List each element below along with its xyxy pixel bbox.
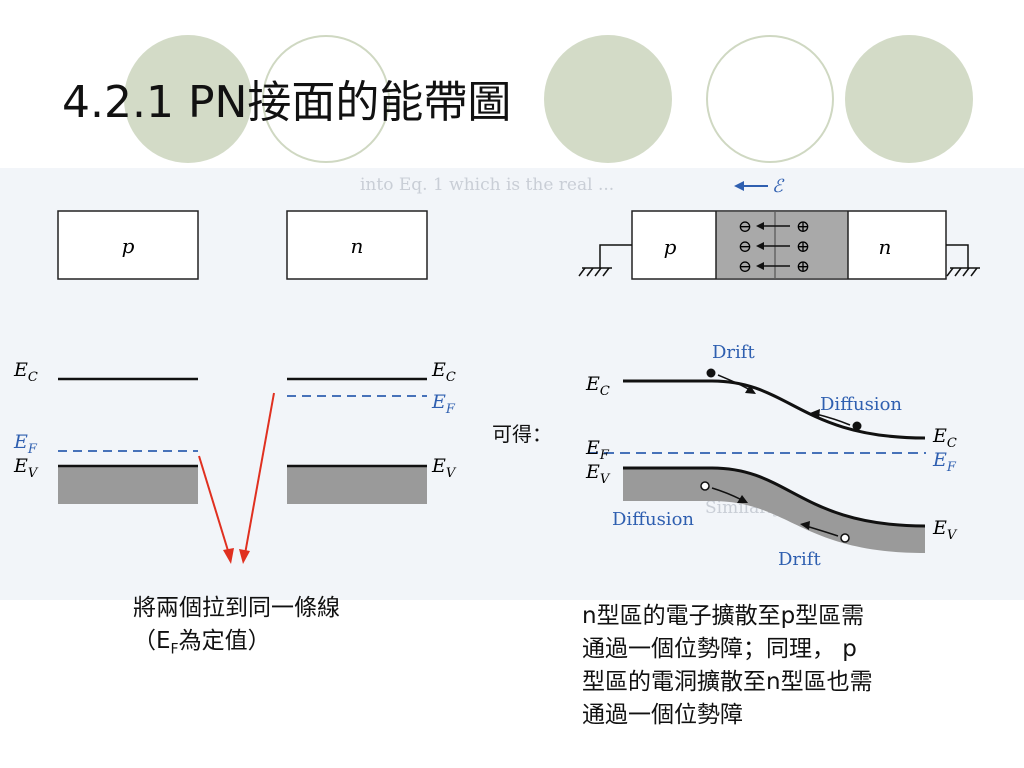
n-block (286, 210, 428, 280)
title-prefix: 4.2.1 PN (62, 77, 248, 128)
minus-ion-2: ⊖ (738, 237, 752, 257)
hole-diffusion-arrowhead (737, 495, 748, 503)
decor-circle-3 (544, 35, 672, 163)
drift-label-bottom: Drift (778, 549, 821, 570)
minus-ion-3: ⊖ (738, 257, 752, 277)
p-valence-shade (58, 466, 198, 504)
n-ec-label: EC (431, 359, 456, 385)
n-block-label: n (351, 234, 364, 258)
electron-drift-arrowhead (745, 385, 756, 394)
plus-ion-1: ⊕ (796, 217, 810, 237)
right-note-line2: 通過一個位勢障；同理， p (582, 636, 857, 662)
red-arrow-left (198, 455, 230, 555)
junction-p-label: p (664, 235, 677, 259)
field-arrowhead (734, 181, 744, 191)
n-ef-label: EF (431, 391, 456, 417)
right-note: n型區的電子擴散至p型區需 通過一個位勢障；同理， p 型區的電洞擴散至n型區也… (582, 600, 1002, 732)
plus-ion-2: ⊕ (796, 237, 810, 257)
electron-drift (706, 368, 716, 378)
bg-scan-text-1: into Eq. 1 which is the real ... (360, 175, 614, 195)
right-note-line1: n型區的電子擴散至p型區需 (582, 603, 865, 629)
n-valence-shade (287, 466, 427, 504)
junction-ec-label-right: EC (932, 425, 957, 451)
electron-drift-arrow (717, 374, 751, 391)
hole-drift (840, 533, 850, 543)
red-arrowhead-right (239, 549, 250, 564)
ground-right (946, 244, 980, 277)
junction-valence-band (623, 466, 926, 528)
ground-left (578, 244, 632, 277)
junction-ef-label-left: EF (585, 437, 610, 463)
p-block (57, 210, 199, 280)
p-ef-label: EF (13, 431, 38, 457)
red-arrow-right (244, 392, 275, 555)
result-label: 可得： (492, 422, 552, 446)
page-title: 4.2.1 PN接面的能帶圖 (62, 66, 511, 130)
p-block-label: p (122, 234, 135, 258)
right-note-line3: 型區的電洞擴散至n型區也需 (582, 669, 873, 695)
minus-ion-1: ⊖ (738, 217, 752, 237)
left-note-line2: （EF為定值） (133, 628, 271, 658)
red-arrowhead-left (223, 548, 234, 564)
junction-ev-label-right: EV (932, 517, 958, 543)
depletion-region (716, 212, 848, 278)
junction-ef-label-right: EF (932, 449, 957, 475)
hole-diffusion-arrow (711, 487, 743, 501)
decor-circle-2 (262, 35, 390, 163)
decor-circle-5 (845, 35, 973, 163)
junction-conduction-band (623, 379, 926, 440)
p-ec-label: EC (13, 359, 38, 385)
p-ev-label: EV (13, 455, 39, 481)
diffusion-label-top: Diffusion (820, 394, 902, 415)
right-note-line4: 通過一個位勢障 (582, 702, 743, 728)
electron-diffusion (852, 421, 862, 431)
plus-ion-3: ⊕ (796, 257, 810, 277)
junction-ev-label-left: EV (585, 461, 611, 487)
title-suffix: 接面的能帶圖 (247, 77, 512, 128)
band-diagram-figure: into Eq. 1 which is the real ... Similar… (0, 168, 1024, 600)
junction-valence-shade (623, 468, 925, 553)
hole-diffusion (700, 481, 710, 491)
field-symbol: ℰ (772, 176, 785, 197)
n-ev-label: EV (431, 455, 457, 481)
drift-label-top: Drift (712, 342, 755, 363)
left-note: 將兩個拉到同一條線 （EF為定值） (133, 592, 340, 667)
junction-n-label: n (879, 235, 892, 259)
electron-diffusion-arrowhead (810, 409, 820, 418)
decor-circle-4 (706, 35, 834, 163)
hole-drift-arrowhead (800, 521, 810, 530)
internal-field-arrowheads (756, 222, 764, 270)
junction-ec-label-left: EC (585, 373, 610, 399)
decor-circle-1 (124, 35, 252, 163)
left-note-line1: 將兩個拉到同一條線 (133, 595, 340, 621)
diffusion-label-bottom: Diffusion (612, 509, 694, 530)
internal-field-arrows (760, 225, 790, 267)
